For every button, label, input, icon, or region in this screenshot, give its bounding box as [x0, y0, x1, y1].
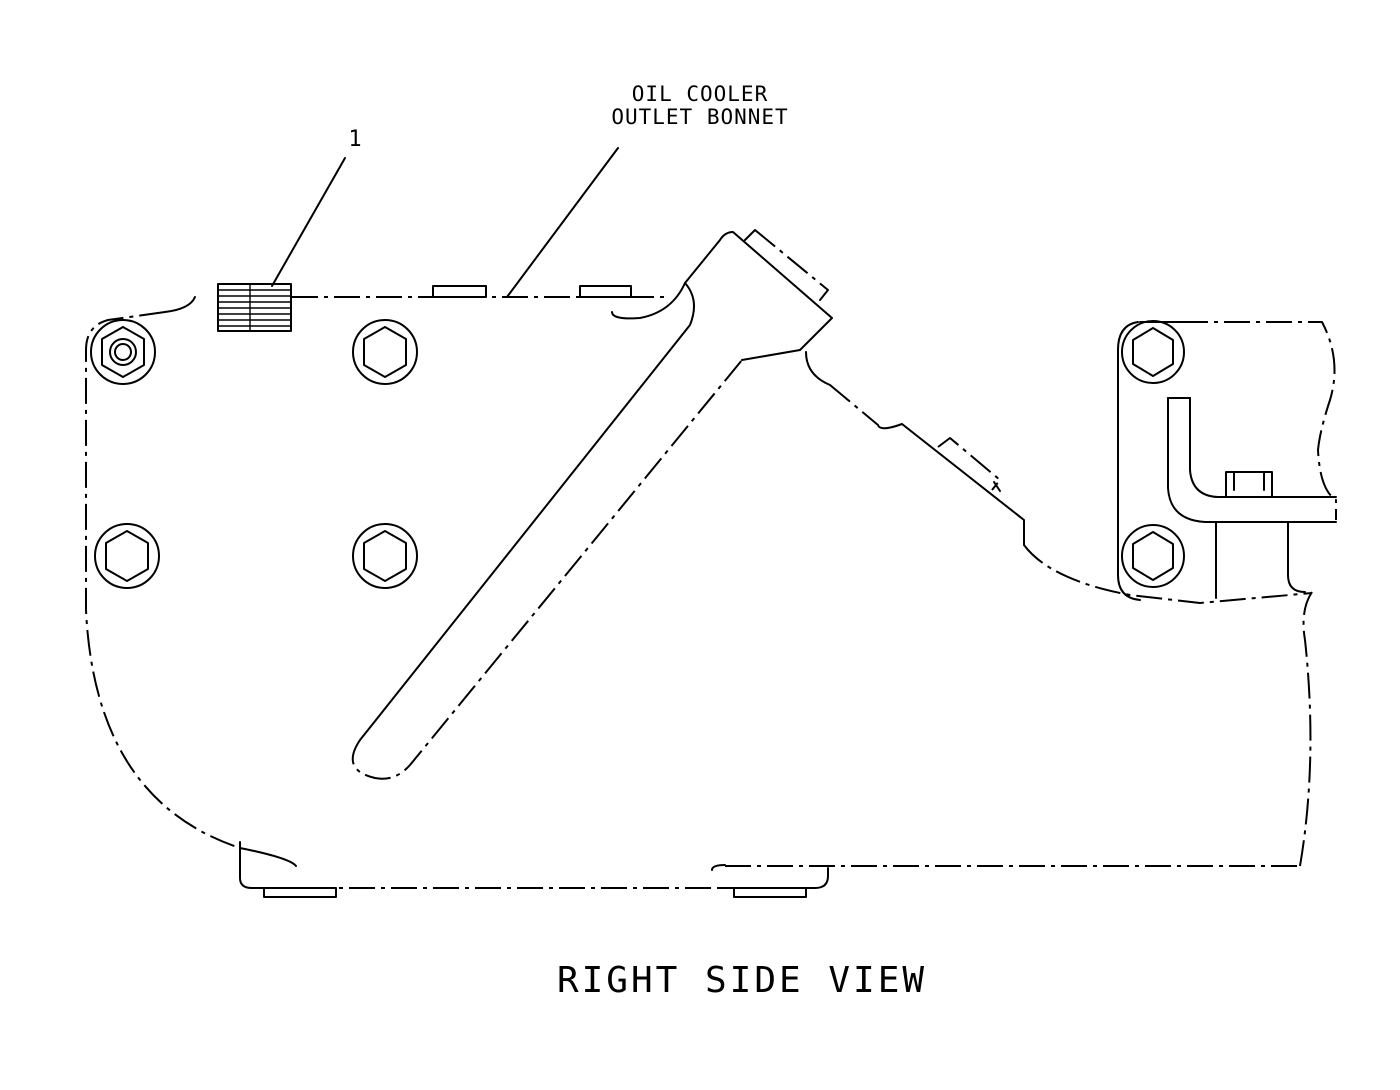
bolt-hex [94, 523, 160, 589]
bolt-hex [1121, 524, 1185, 588]
view-title: RIGHT SIDE VIEW [557, 960, 927, 1001]
diagonal-arm [351, 229, 1313, 780]
bolt-top-left-fitting [90, 319, 156, 385]
component-label-line2: OUTLET BONNET [611, 105, 788, 129]
bolt-hex [352, 523, 418, 589]
housing-outline [85, 296, 1313, 889]
bolt-hex [352, 319, 418, 385]
bolt-hex [1121, 320, 1185, 384]
callout-item-number: 1 [348, 127, 361, 152]
leader-line-outlet-bonnet [506, 147, 619, 298]
leader-line-item-1 [271, 157, 346, 287]
component-label-line1: OIL COOLER [632, 82, 768, 106]
fitting-item-1 [217, 283, 292, 332]
right-bracket [1117, 321, 1337, 601]
top-pads [263, 285, 807, 898]
